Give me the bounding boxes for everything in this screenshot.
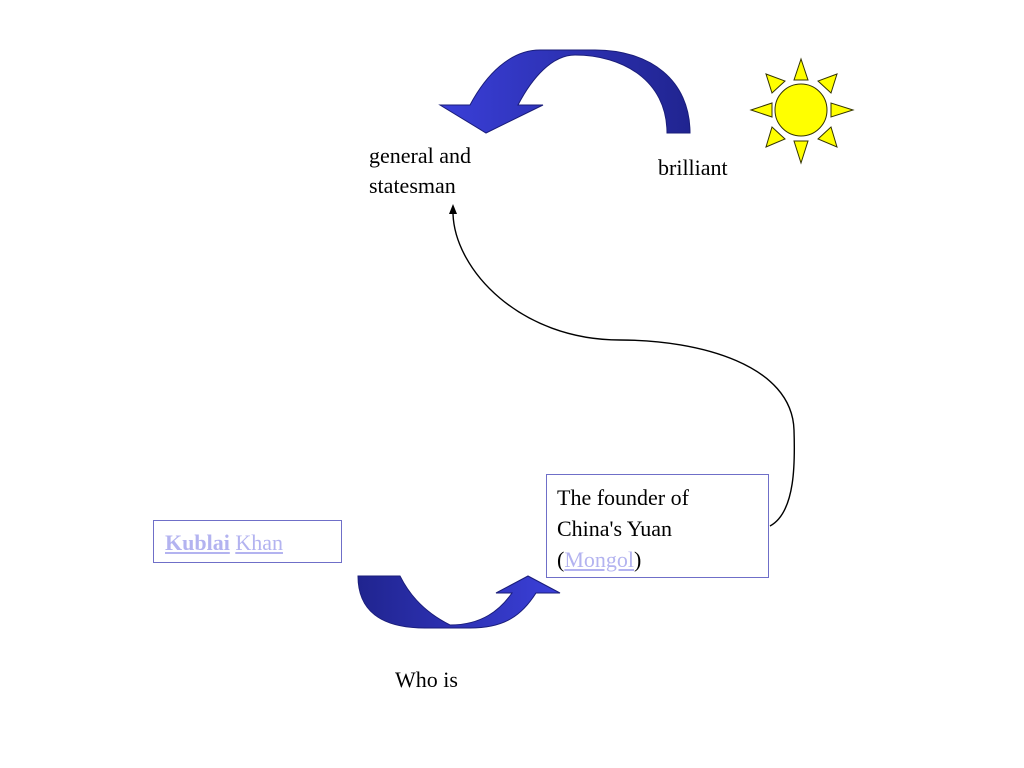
top-curved-arrow bbox=[438, 49, 691, 134]
kublai-link[interactable]: Kublai bbox=[165, 530, 230, 555]
khan-link[interactable]: Khan bbox=[235, 530, 283, 555]
sun-icon bbox=[749, 57, 855, 165]
close-paren: ) bbox=[634, 547, 642, 572]
founder-line-1: The founder of bbox=[557, 485, 689, 510]
brilliant-label: brilliant bbox=[658, 155, 728, 180]
who-is-label: Who is bbox=[395, 667, 458, 692]
open-paren: ( bbox=[557, 547, 565, 572]
mongol-link[interactable]: Mongol bbox=[564, 547, 635, 572]
founder-box: The founder of China's Yuan (Mongol) bbox=[546, 474, 769, 578]
kublai-khan-box: Kublai Khan bbox=[153, 520, 342, 563]
general-and-label: general and bbox=[369, 143, 471, 168]
founder-line-3: (Mongol) bbox=[557, 544, 768, 575]
connector-curve bbox=[452, 213, 796, 527]
statesman-label: statesman bbox=[369, 173, 456, 198]
connector-arrowhead bbox=[449, 204, 457, 214]
founder-line-2: China's Yuan bbox=[557, 516, 672, 541]
bottom-curved-arrow bbox=[357, 575, 561, 629]
